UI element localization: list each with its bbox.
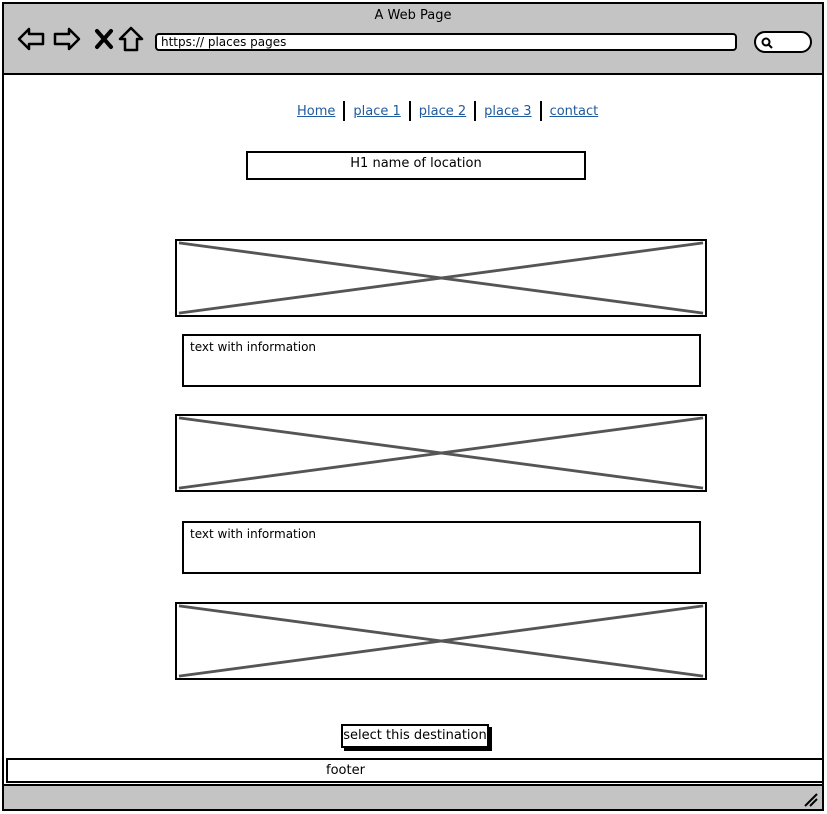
nav-link-place-1[interactable]: place 1 (353, 103, 401, 119)
close-x-icon[interactable] (90, 24, 120, 54)
address-bar[interactable]: https:// places pages (155, 33, 737, 51)
window-title: A Web Page (374, 8, 452, 23)
site-nav: Home place 1 place 2 place 3 contact (289, 99, 606, 123)
nav-link-place-3[interactable]: place 3 (484, 103, 532, 119)
url-text: https:// places pages (161, 35, 287, 49)
forward-arrow-icon[interactable] (52, 24, 82, 54)
browser-titlebar: A Web Page https:// places pages (4, 4, 822, 75)
search-icon (761, 37, 773, 49)
back-arrow-icon[interactable] (16, 24, 46, 54)
home-icon[interactable] (116, 24, 146, 54)
image-placeholder (175, 239, 707, 317)
info-text-block: text with information (182, 521, 701, 574)
browser-statusbar (4, 784, 822, 809)
page-heading: H1 name of location (246, 151, 586, 180)
image-placeholder (175, 414, 707, 492)
page-footer: footer (6, 758, 824, 783)
nav-separator (343, 101, 346, 121)
nav-separator (408, 101, 411, 121)
nav-separator (539, 101, 542, 121)
search-box[interactable] (754, 31, 812, 53)
nav-link-home[interactable]: Home (297, 103, 336, 119)
footer-label: footer (326, 763, 365, 778)
resize-grip-icon[interactable] (802, 791, 818, 807)
info-text-block: text with information (182, 334, 701, 387)
image-placeholder (175, 602, 707, 680)
nav-link-contact[interactable]: contact (549, 103, 599, 119)
nav-link-place-2[interactable]: place 2 (418, 103, 467, 119)
nav-separator (474, 101, 477, 121)
select-destination-button[interactable]: select this destination (341, 724, 489, 748)
